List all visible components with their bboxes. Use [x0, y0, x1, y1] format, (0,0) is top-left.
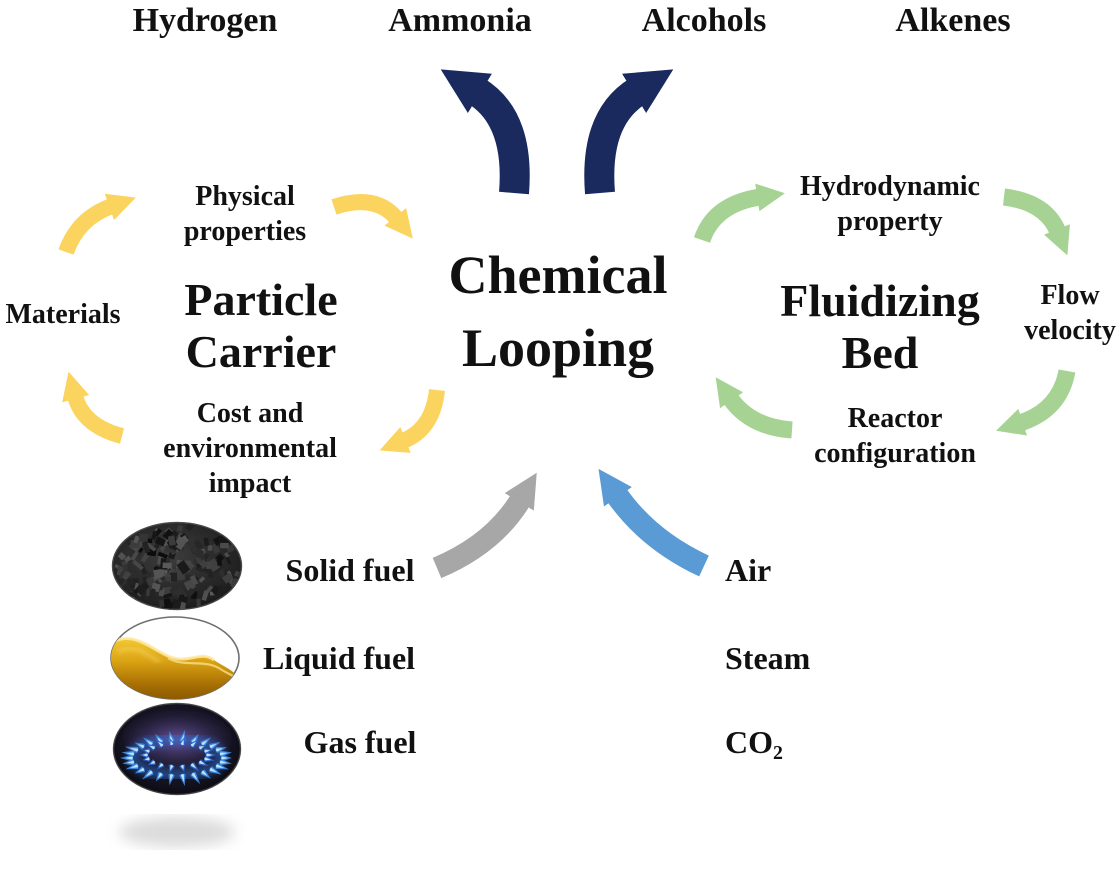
oil-image — [110, 616, 240, 700]
factor-flow-line1: Flow — [1040, 280, 1100, 311]
fuel-label-gas: Gas fuel — [303, 724, 417, 760]
fluidizing-cycle-arrow-bottom-right — [996, 369, 1076, 436]
fluidizing-cycle-arrow-top-left — [693, 183, 785, 244]
factor-cost-environmental-impact: Cost and environmental impact — [163, 396, 337, 501]
product-label-alcohols: Alcohols — [641, 2, 767, 39]
particle-cycle-arrow-bottom-right — [379, 388, 445, 453]
center-title-line1: Chemical — [448, 245, 668, 305]
center-title-line2: Looping — [461, 318, 655, 378]
fluidizing-cycle-arrow-top-right — [1002, 188, 1070, 256]
gas-burner-image — [112, 702, 242, 796]
factor-cost-line3: impact — [208, 468, 292, 499]
particle-cycle-arrow-bottom-left — [62, 371, 125, 444]
particle-carrier-title-line1: Particle — [184, 274, 338, 325]
factor-reactor-line1: Reactor — [847, 403, 943, 434]
factor-cost-line1: Cost and — [196, 398, 304, 429]
factor-hydrodynamic-property: Hydrodynamic property — [800, 169, 980, 239]
particle-carrier-title: Particle Carrier — [184, 274, 337, 378]
factor-materials: Materials — [5, 299, 121, 330]
particle-cycle-arrow-top-right — [331, 194, 413, 239]
fuel-label-liquid: Liquid fuel — [262, 640, 416, 676]
factor-hydrodynamic-line1: Hydrodynamic — [800, 171, 980, 202]
product-label-ammonia: Ammonia — [388, 2, 532, 39]
co2-subscript: 2 — [773, 741, 783, 764]
product-label-alkenes: Alkenes — [895, 2, 1011, 39]
factor-physical-properties: Physical properties — [184, 179, 306, 249]
factor-reactor-configuration: Reactor configuration — [814, 401, 976, 471]
co2-base-text: CO — [725, 724, 773, 760]
factor-physical-line2: properties — [183, 216, 307, 247]
oxidant-label-air: Air — [725, 552, 772, 588]
factor-physical-line1: Physical — [195, 181, 295, 212]
fluidizing-bed-title-line2: Bed — [841, 327, 919, 378]
fluidizing-bed-title-line1: Fluidizing — [780, 275, 980, 326]
oxidant-label-steam: Steam — [725, 640, 811, 676]
factor-flow-line2: velocity — [1024, 315, 1116, 346]
arrow-to-hydrogen-ammonia — [440, 69, 530, 195]
oxidant-label-co2: CO2 — [725, 723, 783, 766]
factor-hydrodynamic-line2: property — [837, 206, 943, 237]
drop-shadow — [119, 817, 235, 847]
center-title: Chemical Looping — [449, 239, 668, 385]
fluidizing-bed-title: Fluidizing Bed — [780, 275, 979, 379]
factor-flow-velocity: Flow velocity — [1024, 278, 1116, 348]
fuel-label-solid: Solid fuel — [285, 552, 415, 588]
fuel-input-arrow — [432, 472, 537, 579]
product-label-hydrogen: Hydrogen — [132, 2, 278, 39]
particle-cycle-arrow-top-left — [58, 193, 136, 255]
fluidizing-cycle-arrow-bottom-left — [715, 377, 793, 439]
air-input-arrow — [598, 468, 709, 577]
factor-reactor-line2: configuration — [814, 438, 976, 469]
coal-image — [111, 521, 243, 611]
factor-cost-line2: environmental — [163, 433, 337, 464]
particle-carrier-title-line2: Carrier — [185, 326, 337, 377]
arrow-to-alcohols-alkenes — [584, 69, 674, 195]
